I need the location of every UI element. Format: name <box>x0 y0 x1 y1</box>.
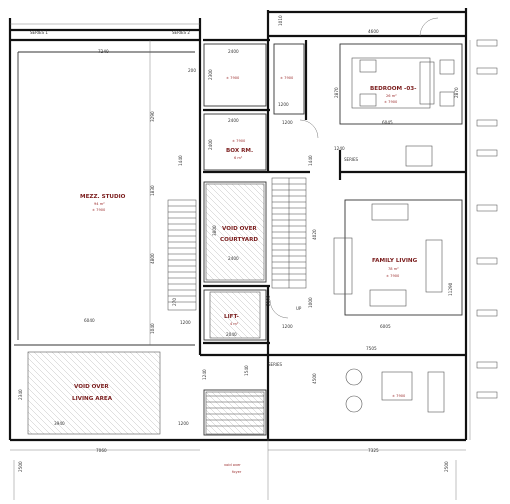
dim-1200d: 1200 <box>180 320 191 325</box>
room-level-bedroom: ± 7900 <box>384 100 398 104</box>
stair-right <box>271 177 307 289</box>
room-level-mezz-studio: ± 7900 <box>92 208 106 212</box>
dim-3290: 3290 <box>150 111 155 122</box>
dim-top-7240: 7240 <box>98 49 109 54</box>
dim-1040: 1040 <box>150 323 155 334</box>
dim-2400e: 2400 <box>228 256 239 261</box>
dim-1240b: 1240 <box>202 369 207 380</box>
dim-1200b: 1200 <box>282 120 293 125</box>
dim-1200a: 1200 <box>278 102 289 107</box>
stair-left <box>167 199 197 311</box>
room-name-void-foyer-2: foyer <box>232 470 242 474</box>
dim-3800: 3800 <box>212 225 217 236</box>
dim-2340: 2340 <box>18 389 23 400</box>
walls <box>8 8 468 442</box>
stair-foyer <box>206 395 264 427</box>
dim-right-1010: 1010 <box>278 15 283 26</box>
room-name-void-courtyard-2: COURTYARD <box>220 237 258 243</box>
room-level-terrace: ± 7900 <box>392 394 406 398</box>
door-swings <box>269 17 439 319</box>
dim-6005: 6005 <box>380 324 391 329</box>
dim-1200f: 1200 <box>178 421 189 426</box>
dim-bot-2500b: 2500 <box>444 461 449 472</box>
room-name-mezz-studio: MEZZ. STUDIO <box>80 194 126 200</box>
inner-walls <box>14 43 463 436</box>
room-area-lift: 4 m² <box>230 322 239 326</box>
dim-270: 270 <box>172 298 177 306</box>
dimension-lines <box>10 23 471 500</box>
room-name-void-courtyard-1: VOID OVER <box>222 226 257 232</box>
bed <box>351 57 455 167</box>
dim-bot-7325: 7325 <box>368 448 379 453</box>
dim-top-4600: 4600 <box>368 29 379 34</box>
dim-top-2400: 2400 <box>228 49 239 54</box>
dim-bot-7060: 7060 <box>96 448 107 453</box>
void-courtyard <box>205 183 265 281</box>
room-name-void-living-1: VOID OVER <box>74 384 109 390</box>
dim-2870: 2870 <box>334 87 339 98</box>
dim-bot-2500: 2500 <box>18 461 23 472</box>
tag-wall-label: SERIES <box>344 157 359 162</box>
dim-3940: 3940 <box>54 421 65 426</box>
room-name-box-rm: BOX RM. <box>226 148 253 154</box>
room-area-family-living: 78 m² <box>388 267 399 271</box>
dim-2400d: 2400 <box>208 139 213 150</box>
void-foyer <box>205 391 265 435</box>
room-level-family-living: ± 7900 <box>386 274 400 278</box>
dim-7505: 7505 <box>366 346 377 351</box>
dim-6045: 6045 <box>382 120 393 125</box>
dim-2300: 2300 <box>208 69 213 80</box>
void-living-area <box>27 351 161 435</box>
dim-1000: 1000 <box>308 297 313 308</box>
dimension-texts: 7240 2400 4600 200 2400 2300 1200 1200 2… <box>18 15 459 472</box>
windows <box>476 39 498 399</box>
dim-1240: 1240 <box>334 146 345 151</box>
dim-11290: 11290 <box>448 282 453 296</box>
dim-2190: 2190 <box>266 295 271 306</box>
room-area-mezz-studio: 94 m² <box>94 202 105 206</box>
dim-6040: 6040 <box>84 318 95 323</box>
room-name-void-living-2: LIVING AREA <box>72 396 113 402</box>
tag-wall-label-2: SERIES <box>268 362 283 367</box>
dim-1540: 1540 <box>244 365 249 376</box>
dim-1200c: 1200 <box>282 324 293 329</box>
room-name-lift: LIFT- <box>224 314 239 320</box>
dim-2400b: 2400 <box>228 118 239 123</box>
lift-shaft <box>209 291 261 339</box>
dim-4020: 4020 <box>312 229 317 240</box>
dim-2040: 2040 <box>226 332 237 337</box>
dim-200: 200 <box>188 68 196 73</box>
dim-1440b: 1440 <box>308 155 313 166</box>
room-area-box-rm: 6 m² <box>234 156 243 160</box>
room-level-wc: ± 7900 <box>280 76 294 80</box>
room-name-void-foyer-1: void over <box>224 463 241 467</box>
dim-4500: 4500 <box>312 373 317 384</box>
room-name-family-living: FAMILY LIVING <box>372 258 418 264</box>
room-level-small: ± 7900 <box>226 76 240 80</box>
room-area-bedroom: 26 m² <box>386 94 397 98</box>
dim-1830: 1830 <box>150 185 155 196</box>
tag-top-left-a: SERIES 1 <box>30 30 48 35</box>
dim-2870b: 2870 <box>454 87 459 98</box>
room-name-bedroom: BEDROOM -03- <box>370 86 417 92</box>
dim-4800: 4800 <box>150 253 155 264</box>
tag-top-left-b: SERIES 2 <box>172 30 190 35</box>
dim-1440: 1440 <box>178 155 183 166</box>
room-level-box-rm: ± 7900 <box>232 139 246 143</box>
tag-up: UP <box>296 306 302 311</box>
sofa-set <box>333 203 445 413</box>
